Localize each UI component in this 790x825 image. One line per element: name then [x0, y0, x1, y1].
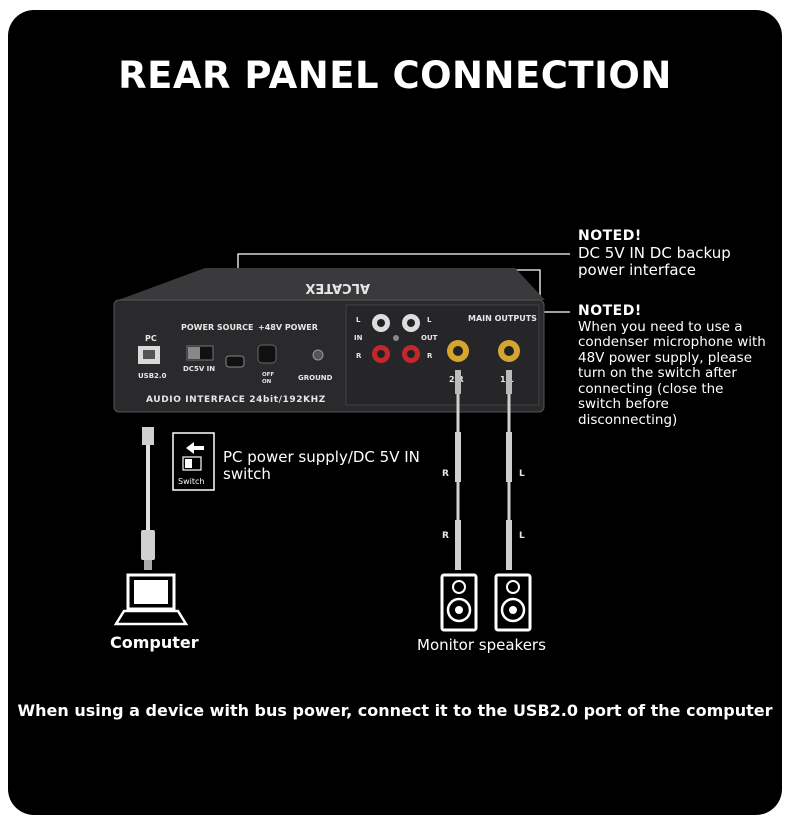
dc5v-label: DC5V IN — [183, 365, 215, 373]
dc5v-port[interactable] — [226, 356, 244, 367]
usb-b-plug — [142, 427, 154, 445]
note-dc5v-text: DC 5V IN DC backup power interface — [578, 245, 778, 279]
cable-r-label-top: R — [442, 469, 449, 479]
note-dc5v-heading: NOTED! — [578, 228, 778, 245]
footer-note: When using a device with bus power, conn… — [0, 701, 790, 720]
speakers-label: Monitor speakers — [417, 636, 546, 654]
computer-label: Computer — [110, 633, 199, 652]
brand-logo: ALCATEX — [305, 280, 370, 295]
switch-callout-label: PC power supply/DC 5V IN switch — [223, 449, 433, 483]
power-source-label: POWER SOURCE — [181, 323, 253, 332]
usb-a-plug — [141, 530, 155, 560]
note-phantom: NOTED! When you need to use a condenser … — [578, 304, 768, 428]
ground-label: GROUND — [298, 374, 333, 382]
switch-icon-label: Switch — [178, 477, 204, 486]
cable-l-label-top: L — [519, 469, 525, 479]
power-source-switch-knob — [188, 347, 200, 359]
rca-in-label: IN — [354, 334, 363, 342]
off-label: OFF — [262, 372, 274, 378]
laptop-icon — [116, 575, 186, 624]
rca-screw — [393, 335, 399, 341]
note-phantom-heading: NOTED! — [578, 304, 768, 320]
rca-out-label: OUT — [421, 334, 438, 342]
cable-r-label-bottom: R — [442, 531, 449, 541]
rca-r-out-label: R — [427, 352, 433, 360]
speaker-right-icon — [442, 575, 476, 630]
rca-l-label: L — [356, 316, 361, 324]
arrow-left-icon — [186, 442, 204, 454]
ground-terminal[interactable] — [313, 350, 323, 360]
rca-r-label: R — [356, 352, 362, 360]
model-label: AUDIO INTERFACE 24bit/192KHZ — [146, 395, 326, 405]
on-label: ON — [262, 379, 272, 385]
phantom-label: +48V POWER — [258, 323, 318, 332]
cable-l-label-bottom: L — [519, 531, 525, 541]
pc-label: PC — [145, 334, 157, 343]
rca-l-out-label: L — [427, 316, 432, 324]
note-dc5v: NOTED! DC 5V IN DC backup power interfac… — [578, 228, 778, 279]
note-phantom-text: When you need to use a condenser microph… — [578, 320, 768, 429]
phantom-button[interactable] — [258, 345, 276, 363]
speaker-left-icon — [496, 575, 530, 630]
usb-label: USB2.0 — [138, 372, 167, 380]
main-outputs-label-1: MAIN OUTPUTS — [468, 314, 537, 323]
usb-port-inner — [143, 350, 155, 359]
